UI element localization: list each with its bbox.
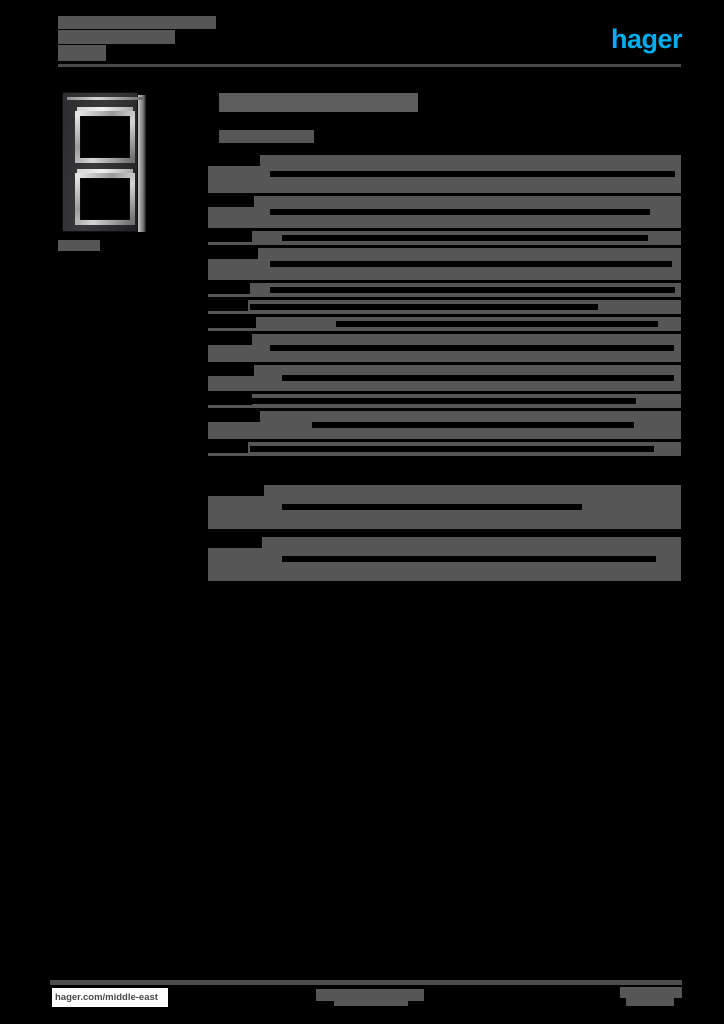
table-row-value [250, 398, 636, 404]
table-row-value [250, 304, 598, 310]
hager-logo: hager [594, 23, 683, 54]
frame-highlight [67, 97, 143, 100]
specification-table [208, 155, 681, 595]
table-row-label [208, 317, 256, 328]
frame-body [62, 92, 143, 232]
table-row-value [270, 345, 674, 351]
table-row [208, 485, 681, 529]
table-row [208, 537, 681, 581]
footer-center-subtext [334, 1000, 408, 1006]
footer-center-text [316, 989, 424, 1001]
table-row-label [208, 196, 254, 207]
footer-url-text: hager.com/middle-east [55, 991, 158, 1003]
table-row [208, 283, 681, 297]
table-row-value [270, 261, 672, 267]
table-row-value [270, 209, 650, 215]
table-row-label [208, 537, 262, 548]
frame-aperture-lower [75, 173, 135, 225]
table-row [208, 334, 681, 362]
table-row [208, 248, 681, 280]
table-row-label [208, 442, 248, 453]
footer-right-text [620, 987, 682, 998]
table-row [208, 300, 681, 314]
table-row-label [208, 485, 264, 496]
table-row [208, 365, 681, 391]
frame-top-bar-upper [77, 107, 133, 112]
table-row-label [208, 394, 252, 405]
table-row-label [208, 283, 250, 294]
header-title-line-3 [58, 45, 106, 61]
table-row-value [336, 321, 658, 327]
table-row [208, 196, 681, 228]
footer-divider [50, 980, 682, 985]
frame-top-bar-lower [77, 169, 133, 174]
table-row-label [208, 155, 260, 166]
table-row [208, 155, 681, 193]
table-row-label [208, 334, 252, 345]
header-title-line-1 [58, 16, 216, 29]
table-row [208, 231, 681, 245]
frame-shadow [138, 95, 146, 232]
page-footer [0, 966, 724, 1024]
footer-url-box[interactable]: hager.com/middle-east [52, 988, 168, 1007]
section-subheading [219, 130, 314, 143]
page-title [219, 93, 418, 112]
table-row-label [208, 365, 254, 376]
table-row [208, 317, 681, 331]
table-row-label [208, 248, 258, 259]
table-row-value [282, 504, 582, 510]
table-row-label [208, 231, 252, 242]
table-row-value [270, 287, 675, 293]
product-caption [58, 240, 100, 251]
footer-right-subtext [626, 997, 674, 1006]
table-row [208, 411, 681, 439]
header-divider [58, 64, 681, 67]
table-row-label [208, 411, 260, 422]
table-row-value [270, 171, 675, 177]
table-row-value [282, 235, 648, 241]
table-row-label [208, 300, 248, 311]
header-title-line-2 [58, 30, 175, 44]
table-row-value [250, 446, 654, 452]
frame-aperture-upper [75, 111, 135, 163]
table-row-value [282, 556, 656, 562]
page-header: hager [0, 0, 724, 78]
table-row [208, 442, 681, 456]
table-row-value [282, 375, 674, 381]
product-image [58, 88, 156, 236]
logo-wordmark: hager [610, 23, 683, 54]
table-row-value [312, 422, 634, 428]
table-row [208, 394, 681, 408]
